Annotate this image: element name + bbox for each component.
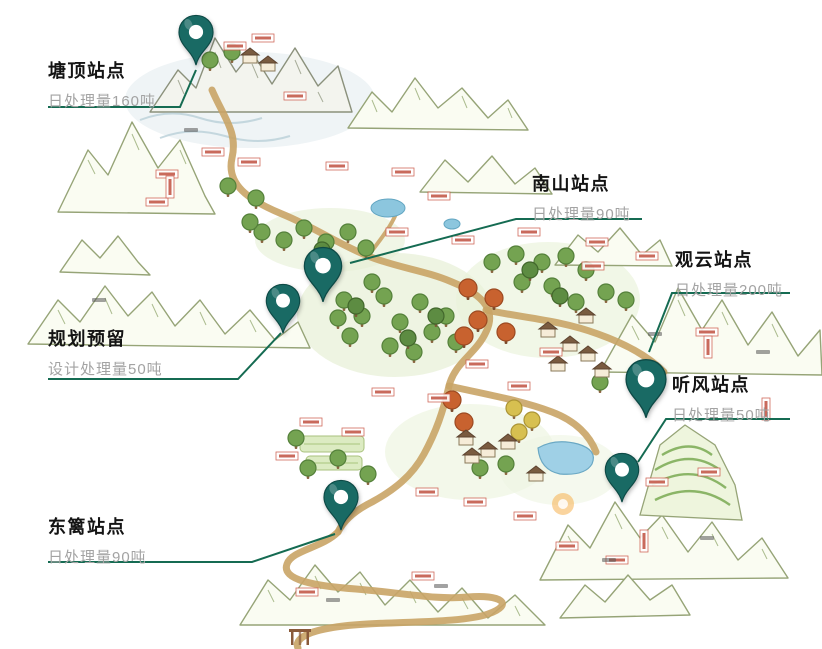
station-label-nanshan: 南山站点 日处理量90吨 [532, 170, 631, 224]
station-capacity: 日处理量50吨 [672, 407, 771, 424]
station-name: 观云站点 [675, 250, 753, 270]
station-name: 南山站点 [532, 174, 610, 194]
station-capacity: 日处理量90吨 [48, 549, 147, 566]
station-name: 东篱站点 [48, 517, 126, 537]
station-label-dongli: 东篱站点 日处理量90吨 [48, 513, 147, 567]
station-capacity: 设计处理量50吨 [48, 361, 163, 378]
station-name: 听风站点 [672, 375, 750, 395]
map-pin-guihuayuliu[interactable] [264, 283, 302, 335]
station-label-guanyun: 观云站点 日处理量200吨 [675, 246, 783, 300]
map-pin-tingfeng[interactable] [603, 452, 641, 504]
map-pin-nanshan[interactable] [302, 246, 344, 304]
map-pin-guanyun[interactable] [623, 358, 669, 420]
station-capacity: 日处理量90吨 [532, 206, 631, 223]
station-label-tangding: 塘顶站点 日处理量160吨 [48, 57, 156, 111]
station-label-guihuayuliu: 规划预留 设计处理量50吨 [48, 325, 163, 379]
station-name: 规划预留 [48, 329, 126, 349]
map-pin-tangding[interactable] [177, 14, 215, 67]
station-name: 塘顶站点 [48, 61, 126, 81]
station-capacity: 日处理量160吨 [48, 93, 157, 110]
entrance-gate [289, 629, 311, 645]
mist-lines [139, 112, 291, 142]
map-pin-dongli[interactable] [322, 479, 360, 532]
station-label-tingfeng: 听风站点 日处理量50吨 [672, 371, 771, 425]
station-capacity: 日处理量200吨 [675, 282, 784, 299]
